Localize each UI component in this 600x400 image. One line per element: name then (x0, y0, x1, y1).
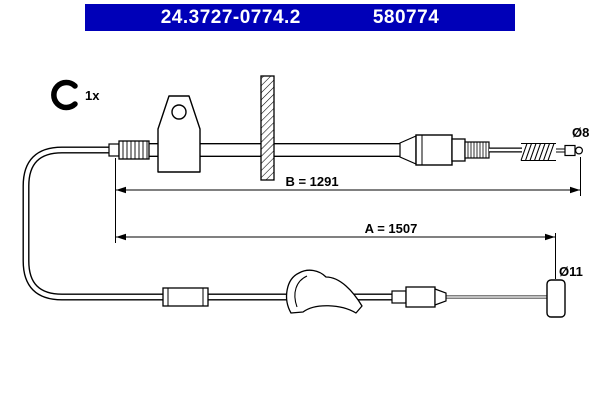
dimension-a-line (116, 233, 556, 279)
dimension-b-line (115, 157, 581, 243)
ribbed-adjuster (118, 140, 150, 160)
clip-quantity-label: 1x (85, 88, 100, 103)
catalog-number: 580774 (372, 6, 440, 28)
dimension-a-label: A = 1507 (365, 221, 418, 236)
header-bar: 24.3727-0774.2 580774 (85, 4, 515, 31)
diameter-11-label: Ø11 (559, 264, 583, 279)
adjuster-collar (451, 138, 466, 162)
thread-section (464, 141, 490, 159)
dimension-b-label: B = 1291 (285, 174, 338, 189)
cable-end-nipple (108, 143, 120, 157)
cable-loop (22, 146, 430, 301)
adjuster-taper (399, 135, 417, 165)
diameter-8-label: Ø8 (572, 125, 589, 140)
retaining-clip-icon (51, 79, 78, 111)
grommet (260, 75, 275, 181)
end-barrel (546, 279, 566, 318)
adjuster-cylinder (415, 134, 453, 166)
spring (520, 143, 556, 161)
cable-sleeve (162, 287, 209, 307)
protective-boot (285, 269, 363, 314)
mounting-bracket (157, 95, 201, 173)
cable-connector (391, 286, 447, 308)
part-number: 24.3727-0774.2 (160, 6, 301, 28)
bracket-hole (171, 104, 187, 120)
cable-end-pin (564, 144, 583, 157)
